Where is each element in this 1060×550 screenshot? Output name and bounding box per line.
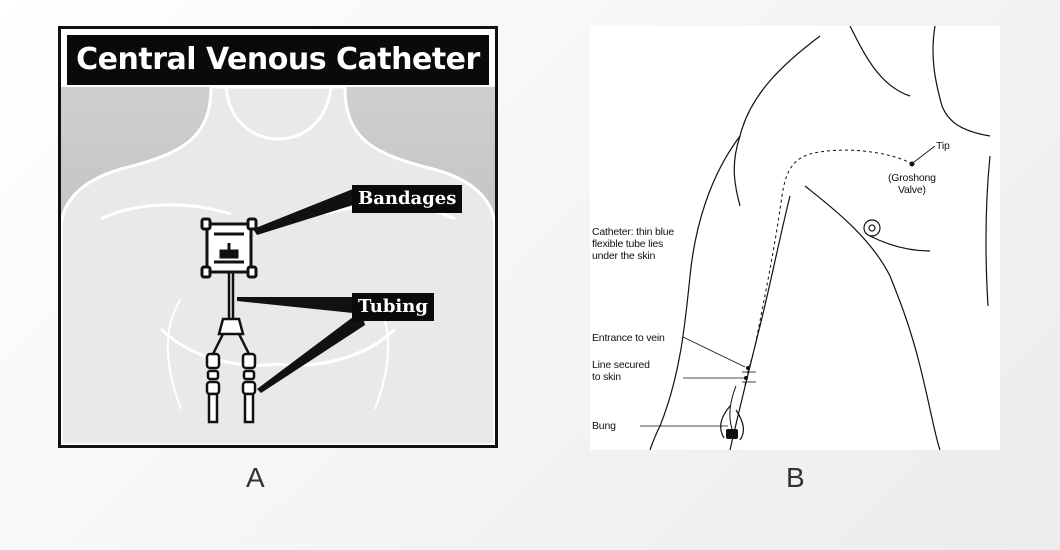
groshong-valve-label: (Groshong Valve)	[888, 172, 936, 196]
caption-b: B	[786, 462, 805, 493]
tubing-pointer-lower	[257, 311, 365, 393]
bandage-frame	[200, 217, 258, 279]
body-outline-illustration	[640, 26, 991, 450]
bung-cap	[726, 429, 738, 439]
bung-label: Bung	[592, 420, 616, 432]
tubing-label: Tubing	[352, 293, 434, 321]
torso-illustration	[61, 85, 495, 445]
entrance-to-vein-label: Entrance to vein	[592, 332, 665, 344]
bandages-label: Bandages	[352, 185, 463, 213]
tip-label: Tip	[936, 140, 950, 152]
catheter-label: Catheter: thin blue flexible tube lies u…	[592, 226, 675, 262]
panel-a-title: Central Venous Catheter	[67, 35, 489, 85]
tubing-illustration	[205, 272, 257, 424]
line-secured-label: Line secured to skin	[592, 359, 650, 383]
bandages-pointer	[253, 189, 353, 235]
catheter-path	[744, 149, 913, 387]
figure-panel-a: Central Venous Catheter Bandages Tubing	[58, 26, 498, 448]
caption-a: A	[246, 462, 265, 493]
figure-panel-b: Tip (Groshong Valve) Catheter: thin blue…	[590, 26, 1000, 450]
tubing-pointer-upper	[237, 297, 353, 313]
